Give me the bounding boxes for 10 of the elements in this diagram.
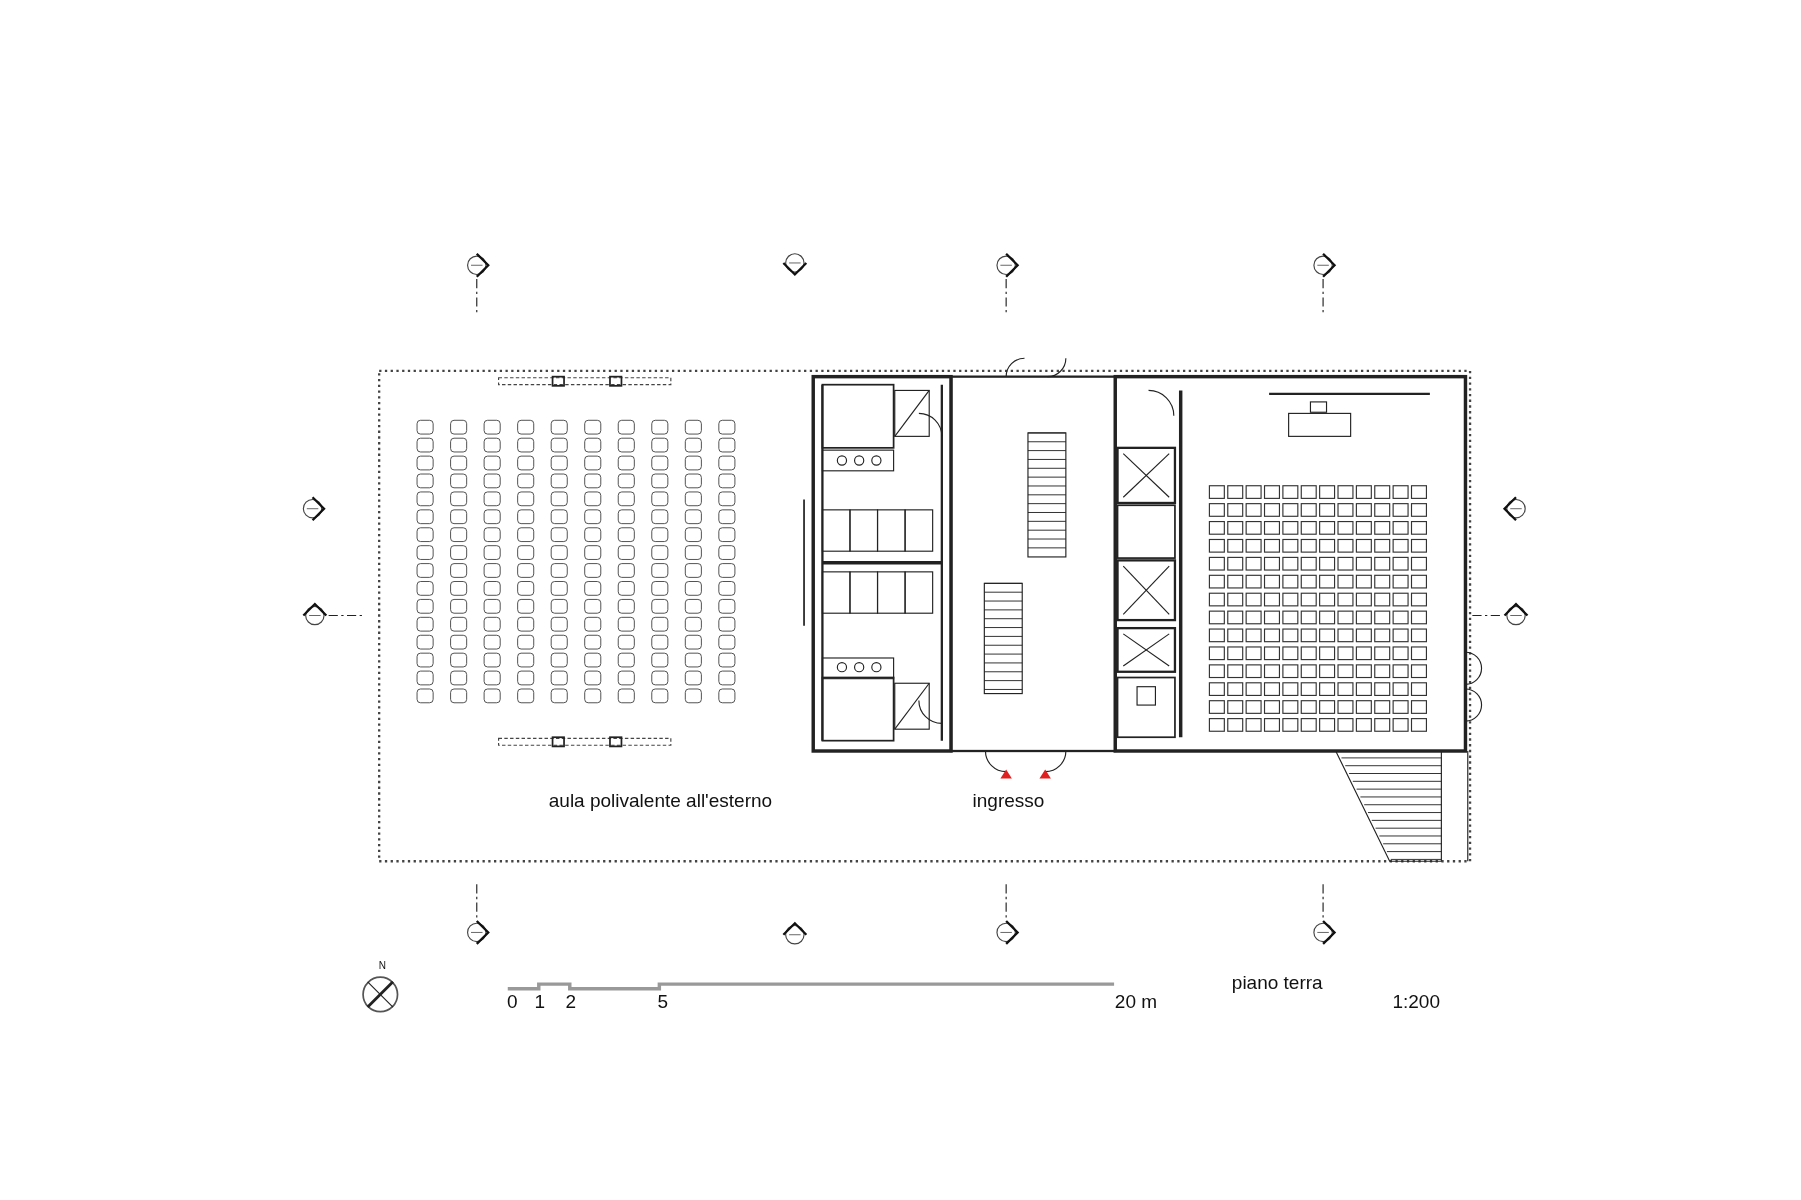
area-label: aula polivalente all'esterno bbox=[548, 789, 773, 812]
scale-ratio: 1:200 bbox=[1392, 990, 1440, 1013]
plan-title: piano terra bbox=[1231, 972, 1323, 995]
scale-number: 20 m bbox=[1114, 990, 1158, 1013]
scale-number: 1 bbox=[534, 990, 546, 1013]
scale-number: 0 bbox=[507, 990, 518, 1013]
entrance-label: ingresso bbox=[972, 789, 1045, 812]
north-label: N bbox=[378, 958, 387, 973]
scale-number: 2 bbox=[565, 990, 577, 1013]
scale-number: 5 bbox=[657, 990, 668, 1013]
